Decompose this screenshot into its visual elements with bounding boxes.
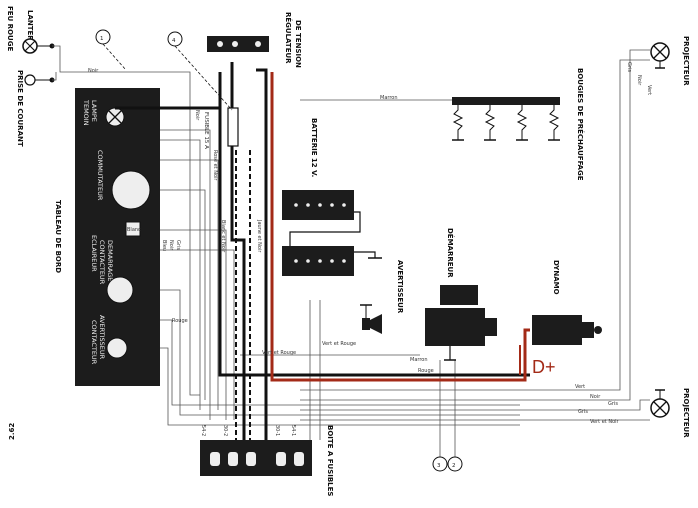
batterie-title: BATTERIE 12 V. <box>310 118 318 177</box>
boite-title: BOITE A FUSIBLES <box>326 425 334 496</box>
prise-symbol <box>24 74 55 86</box>
temoin-lamp <box>105 107 125 127</box>
demarrage-contacteur <box>106 276 134 304</box>
callout-3: 3 <box>432 456 448 472</box>
svg-text:LANTERNE: LANTERNE <box>26 10 34 52</box>
svg-text:DEMARRAGE: DEMARRAGE <box>106 240 114 281</box>
svg-text:Rose et Noir: Rose et Noir <box>212 150 218 181</box>
svg-text:54-1: 54-1 <box>290 425 296 436</box>
svg-text:Marron: Marron <box>410 357 428 363</box>
batterie <box>282 190 382 276</box>
svg-text:2: 2 <box>452 463 456 469</box>
projecteur-top-symbol <box>650 42 670 69</box>
wire-labels: Marron Noir Rose et Noir Blanc et Noir J… <box>161 62 652 425</box>
svg-text:Rouge: Rouge <box>418 368 434 374</box>
avertisseur-symbol <box>360 304 382 334</box>
callout-4: 4 <box>167 31 233 111</box>
svg-text:Noir: Noir <box>590 394 601 400</box>
lanterne-symbol <box>22 38 55 54</box>
eclaireur-switch <box>125 221 141 237</box>
svg-text:Noir: Noir <box>194 110 200 121</box>
bougies-title: BOUGIES DE PRÉCHAUFFAGE <box>576 68 585 181</box>
wire-label-noir-top: Noir <box>88 68 99 74</box>
svg-text:CONTACTEUR: CONTACTEUR <box>90 320 98 365</box>
projecteur-top-title: PROJECTEUR <box>682 36 690 86</box>
de-tension-title: DE TENSION <box>294 20 302 68</box>
regulateur <box>207 36 269 52</box>
svg-text:30-1: 30-1 <box>274 425 280 436</box>
svg-text:Vert: Vert <box>575 384 585 390</box>
svg-text:Vert et Rouge: Vert et Rouge <box>262 350 296 356</box>
svg-text:4: 4 <box>172 38 176 44</box>
svg-text:Gris: Gris <box>608 401 618 407</box>
svg-text:FEU ROUGE: FEU ROUGE <box>6 6 14 51</box>
svg-text:Gris: Gris <box>578 409 588 415</box>
dashboard-panel <box>75 88 160 386</box>
svg-text:AVERTISSEUR: AVERTISSEUR <box>98 315 106 360</box>
svg-text:Gris: Gris <box>626 62 632 72</box>
svg-text:Rouge: Rouge <box>172 318 188 324</box>
svg-text:Blanc et Noir: Blanc et Noir <box>220 220 226 253</box>
svg-text:ECLAIREUR: ECLAIREUR <box>90 235 98 272</box>
wire-harness <box>52 45 650 470</box>
panel-labels: LAMPE TEMOIN COMMUTATEUR ECLAIREUR CONTA… <box>82 99 114 365</box>
regulateur-title: RÉGULATEUR <box>284 12 293 64</box>
fuse-labels: 54-2 30-2 30-1 54-1 <box>200 425 296 436</box>
svg-text:54-2: 54-2 <box>200 425 206 436</box>
svg-text:1: 1 <box>100 36 104 42</box>
svg-text:COMMUTATEUR: COMMUTATEUR <box>96 150 104 201</box>
svg-text:Gris: Gris <box>175 240 181 250</box>
boite-fusibles <box>200 440 312 476</box>
commutateur-switch <box>111 170 151 210</box>
svg-text:Noir: Noir <box>168 240 174 251</box>
svg-text:Marron: Marron <box>380 95 398 101</box>
svg-text:Vert et Rouge: Vert et Rouge <box>322 341 356 347</box>
svg-text:Vert et Noir: Vert et Noir <box>590 419 620 425</box>
svg-text:Noir: Noir <box>636 75 642 86</box>
avertisseur-title: AVERTISSEUR <box>396 260 404 314</box>
demarreur-title: DÉMARREUR <box>446 228 455 278</box>
svg-text:Bleu: Bleu <box>161 240 167 251</box>
feu-rouge-title: FEU ROUGE LANTERNE <box>6 6 34 52</box>
svg-text:CONTACTEUR: CONTACTEUR <box>98 240 106 285</box>
dynamo-title: DYNAMO <box>552 260 560 295</box>
dplus-label: D+ <box>532 357 556 377</box>
demarreur-symbol <box>425 285 497 361</box>
prise-title: PRISE DE COURANT <box>16 70 24 147</box>
svg-text:Vert: Vert <box>646 85 652 95</box>
svg-text:3: 3 <box>437 463 441 469</box>
wire-black <box>115 62 530 440</box>
page-code: 2.62 <box>8 423 16 440</box>
svg-text:LAMPE: LAMPE <box>90 100 98 122</box>
tableau-title: TABLEAU DE BORD <box>54 200 62 273</box>
blanc-label: Blanc <box>127 227 141 233</box>
fusible: FUSIBLE 15 A <box>203 107 239 149</box>
projecteur-bottom-symbol <box>650 389 670 418</box>
dynamo-symbol <box>532 315 602 345</box>
svg-text:30-2: 30-2 <box>222 425 228 436</box>
svg-text:TEMOIN: TEMOIN <box>82 99 90 126</box>
svg-text:FUSIBLE 15 A: FUSIBLE 15 A <box>203 112 209 149</box>
wire-black-dashed <box>235 150 251 440</box>
svg-text:Jaune et Noir: Jaune et Noir <box>256 219 262 253</box>
projecteur-bottom-title: PROJECTEUR <box>682 388 690 438</box>
avertisseur-contacteur <box>106 337 128 359</box>
callout-1: 1 <box>95 29 127 71</box>
wire-red <box>270 72 530 382</box>
callout-2: 2 <box>447 456 463 472</box>
bougies <box>452 97 560 141</box>
